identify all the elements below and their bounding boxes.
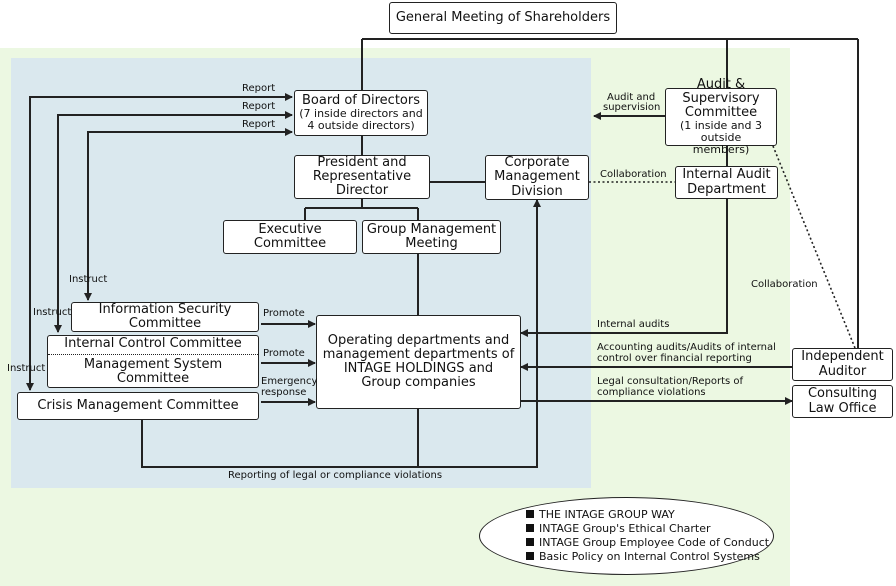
instruct-label-2: Instruct <box>33 307 72 318</box>
audit-line-2: Committee <box>684 105 758 121</box>
legal-label-1: Legal consultation/Reports of <box>597 376 744 387</box>
report-line-1 <box>29 93 293 380</box>
committee-divider <box>48 353 258 355</box>
consulting-law-office-box: Consulting Law Office <box>792 385 893 418</box>
promote-label-1: Promote <box>263 308 305 319</box>
square-bullet-icon <box>526 538 534 546</box>
corp-line-1: Corporate <box>504 155 570 171</box>
mgmt-system-label: Management System Committee <box>83 356 223 386</box>
audit-supervisory-box: Audit & Supervisory Committee (1 inside … <box>665 78 777 155</box>
internal-audit-line-2: Department <box>687 181 766 197</box>
law-line-2: Law Office <box>808 400 877 416</box>
instruct-label-1: Instruct <box>69 274 108 285</box>
policies-list: THE INTAGE GROUP WAY INTAGE Group's Ethi… <box>526 508 769 564</box>
policy-item: INTAGE Group Employee Code of Conduct <box>526 536 769 550</box>
accounting-label-2: control over financial reporting <box>597 353 752 364</box>
policy-item: THE INTAGE GROUP WAY <box>526 508 769 522</box>
collaboration-label-1: Collaboration <box>600 169 667 180</box>
executive-committee-box: Executive Committee <box>223 220 357 254</box>
audit-line-4: members) <box>692 142 750 156</box>
report-label-2: Report <box>242 101 276 112</box>
shareholders-box: General Meeting of Shareholders <box>389 2 617 34</box>
audit-supervision-label-1: Audit and <box>607 92 656 103</box>
internal-audit-box: Internal Audit Department <box>675 166 778 199</box>
law-line-1: Consulting <box>807 386 878 402</box>
report-line-2 <box>57 111 293 300</box>
audit-line-1: Audit & Supervisory <box>682 77 760 107</box>
policy-text: THE INTAGE GROUP WAY <box>539 508 675 521</box>
report-line-3 <box>87 128 293 300</box>
promote-label-2: Promote <box>263 348 305 359</box>
policies-ellipse: THE INTAGE GROUP WAY INTAGE Group's Ethi… <box>479 497 774 575</box>
emergency-label-1: Emergency <box>261 376 318 387</box>
group-management-meeting-box: Group Management Meeting <box>362 220 501 254</box>
internal-audits-label: Internal audits <box>597 319 670 330</box>
operating-line-4: Group companies <box>361 375 476 391</box>
audit-line-3: (1 inside and 3 outside <box>679 119 763 145</box>
corp-line-3: Division <box>511 183 563 199</box>
square-bullet-icon <box>526 524 534 532</box>
president-line-3: Director <box>335 183 389 199</box>
policy-item: INTAGE Group's Ethical Charter <box>526 522 769 536</box>
accounting-label-1: Accounting audits/Audits of internal <box>597 342 776 353</box>
square-bullet-icon <box>526 510 534 518</box>
executive-line-1: Executive <box>258 221 322 237</box>
crisis-label: Crisis Management Committee <box>37 397 239 413</box>
report-label-3: Report <box>242 119 276 130</box>
group-mgmt-line-2: Meeting <box>405 236 458 251</box>
auditor-line-1: Independent <box>801 349 884 365</box>
auditor-line-2: Auditor <box>818 363 867 379</box>
info-security-committee-box: Information Security Committee <box>71 302 259 332</box>
emergency-label-2: response <box>261 387 307 398</box>
corp-line-2: Management <box>494 169 580 185</box>
crisis-management-box: Crisis Management Committee <box>17 392 259 420</box>
operating-line-3: INTAGE HOLDINGS and <box>343 361 494 376</box>
reporting-violations-line <box>141 199 541 468</box>
president-line-1: President and <box>317 154 407 170</box>
operating-departments-box: Operating departments and management dep… <box>316 315 521 409</box>
square-bullet-icon <box>526 552 534 560</box>
group-mgmt-line-1: Group Management <box>366 221 497 237</box>
independent-auditor-box: Independent Auditor <box>792 348 893 381</box>
corporate-management-box: Corporate Management Division <box>485 155 589 200</box>
board-sub-2: 4 outside directors) <box>307 119 415 133</box>
operating-line-2: management departments of <box>322 346 515 362</box>
report-label-1: Report <box>242 83 276 94</box>
info-sec-line-2: Committee <box>128 316 202 331</box>
operating-line-1: Operating departments and <box>327 332 510 348</box>
president-box: President and Representative Director <box>294 155 430 199</box>
board-title: Board of Directors <box>302 93 420 109</box>
legal-label-2: compliance violations <box>597 387 706 398</box>
internal-audit-line-1: Internal Audit <box>682 167 771 183</box>
policy-text: INTAGE Group's Ethical Charter <box>539 522 711 535</box>
internal-control-label: Internal Control Committee <box>64 336 242 352</box>
executive-line-2: Committee <box>253 236 327 251</box>
board-sub-1: (7 inside directors and <box>299 107 423 121</box>
collaboration-label-2: Collaboration <box>751 279 818 290</box>
internal-audits-arrow <box>520 199 728 337</box>
audit-supervision-label-2: supervision <box>603 102 661 113</box>
board-of-directors-box: Board of Directors (7 inside directors a… <box>294 90 428 136</box>
president-line-2: Representative <box>312 168 412 184</box>
info-sec-line-1: Information Security <box>98 301 232 317</box>
collaboration-dotted-2 <box>772 145 856 349</box>
president-to-committees-line <box>304 199 419 220</box>
policy-text: INTAGE Group Employee Code of Conduct <box>539 536 770 549</box>
policy-text: Basic Policy on Internal Control Systems <box>539 550 760 563</box>
internal-control-group-box: Internal Control Committee Management Sy… <box>47 335 259 388</box>
policy-item: Basic Policy on Internal Control Systems <box>526 550 769 564</box>
shareholders-label: General Meeting of Shareholders <box>395 9 611 25</box>
instruct-label-3: Instruct <box>7 363 46 374</box>
reporting-violations-label: Reporting of legal or compliance violati… <box>228 470 443 481</box>
